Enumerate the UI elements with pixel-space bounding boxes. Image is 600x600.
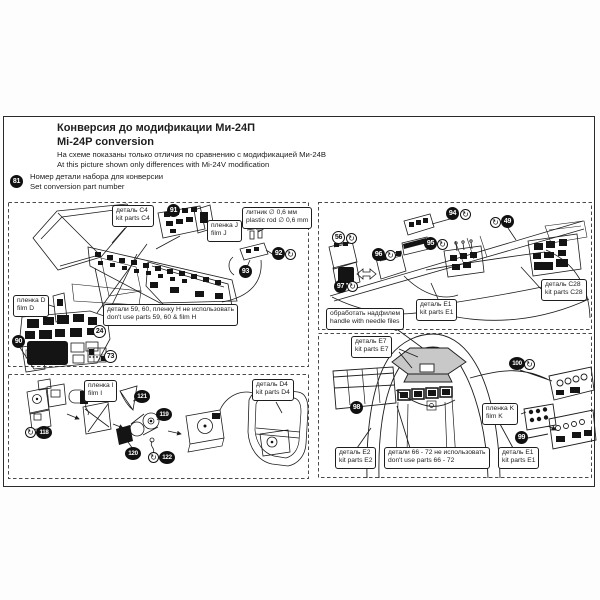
side-console-faces [334,218,568,283]
part-badge-120: 120 [125,447,141,460]
legend-text: Номер детали набора для конверсии Set co… [30,172,163,193]
part-badge-97: 97 [334,280,347,293]
title-english: Mi-24P conversion [57,135,154,148]
panel-top-left [8,202,309,367]
note-english: At this picture shown only differences w… [57,160,270,170]
canopy-frame-drawing [332,333,597,479]
part-badge-93: 93 [239,265,252,278]
bend-icon: ↻ [460,209,471,220]
panel-bottom-left [8,374,309,479]
kit-part-badge-73: 73 [104,350,117,363]
bend-icon: ↻ [25,427,36,438]
part-badge-100: 100 [509,357,525,370]
part-badge-92: 92 [272,247,285,260]
bend-icon: ↻ [285,249,296,260]
bend-icon: ↻ [385,250,396,261]
console-instrument-faces [25,207,259,365]
part-badge-94: 94 [446,207,459,220]
page-note: На схеме показаны только отличия по срав… [57,150,326,171]
legend-russian: Номер детали набора для конверсии [30,172,164,181]
kit-part-badge-56: 56 [332,231,345,244]
bend-icon: ↻ [490,217,501,228]
bend-icon: ↻ [148,452,159,463]
title-russian: Конверсия до модификации Ми-24П [57,122,256,134]
page-title: Конверсия до модификации Ми-24П Mi-24P c… [57,122,255,150]
gunsight-dark-parts [35,391,274,445]
panel-borders [8,202,592,479]
legend-part-badge: 81 [10,175,23,188]
legend-english: Set conversion part number [30,182,125,192]
panel-bottom-right [318,333,592,478]
part-badge-118: 118 [36,426,52,439]
note-russian: На схеме показаны только отличия по срав… [57,150,327,159]
bend-icon: ↻ [347,281,358,292]
part-badge-49: 49 [501,215,514,228]
bend-icon: ↻ [524,359,535,370]
part-badge-119: 119 [156,408,172,421]
part-badge-99: 99 [515,431,528,444]
cockpit-console-drawing [18,203,275,373]
part-badge-91: 91 [167,204,180,217]
kit-part-badge-24: 24 [93,325,106,338]
panel-top-right [318,202,592,330]
canopy-panel-faces [400,387,592,442]
part-badge-90: 90 [12,335,25,348]
part-badge-121: 121 [134,390,150,403]
part-badge-122: 122 [159,451,175,464]
bend-icon: ↻ [437,239,448,250]
part-badge-95: 95 [424,237,437,250]
bend-icon: ↻ [346,233,357,244]
part-badge-98: 98 [350,401,363,414]
part-badge-96: 96 [372,248,385,261]
